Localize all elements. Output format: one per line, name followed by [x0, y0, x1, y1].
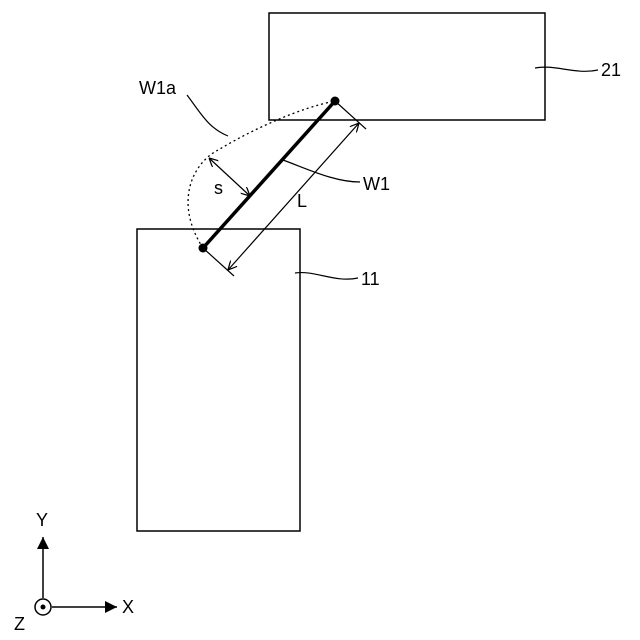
label-w1a: W1a: [139, 78, 177, 98]
extension-line-lower: [203, 248, 234, 276]
label-s: s: [214, 178, 223, 198]
label-11: 11: [361, 269, 380, 289]
leader-line-w1: [283, 160, 360, 182]
axis-label-x: X: [122, 597, 134, 617]
axis-label-z: Z: [14, 614, 25, 634]
leader-line-11: [295, 273, 358, 280]
label-w1: W1: [363, 174, 390, 194]
leader-line-w1a: [187, 95, 228, 136]
axis-label-y: Y: [36, 510, 48, 530]
label-21: 21: [601, 60, 621, 80]
extension-line-upper: [335, 101, 366, 129]
block-11: [137, 229, 300, 531]
block-21: [269, 13, 545, 120]
label-l: L: [297, 191, 307, 211]
z-axis-dot-icon: [41, 605, 46, 610]
wire-w1: [203, 101, 335, 248]
